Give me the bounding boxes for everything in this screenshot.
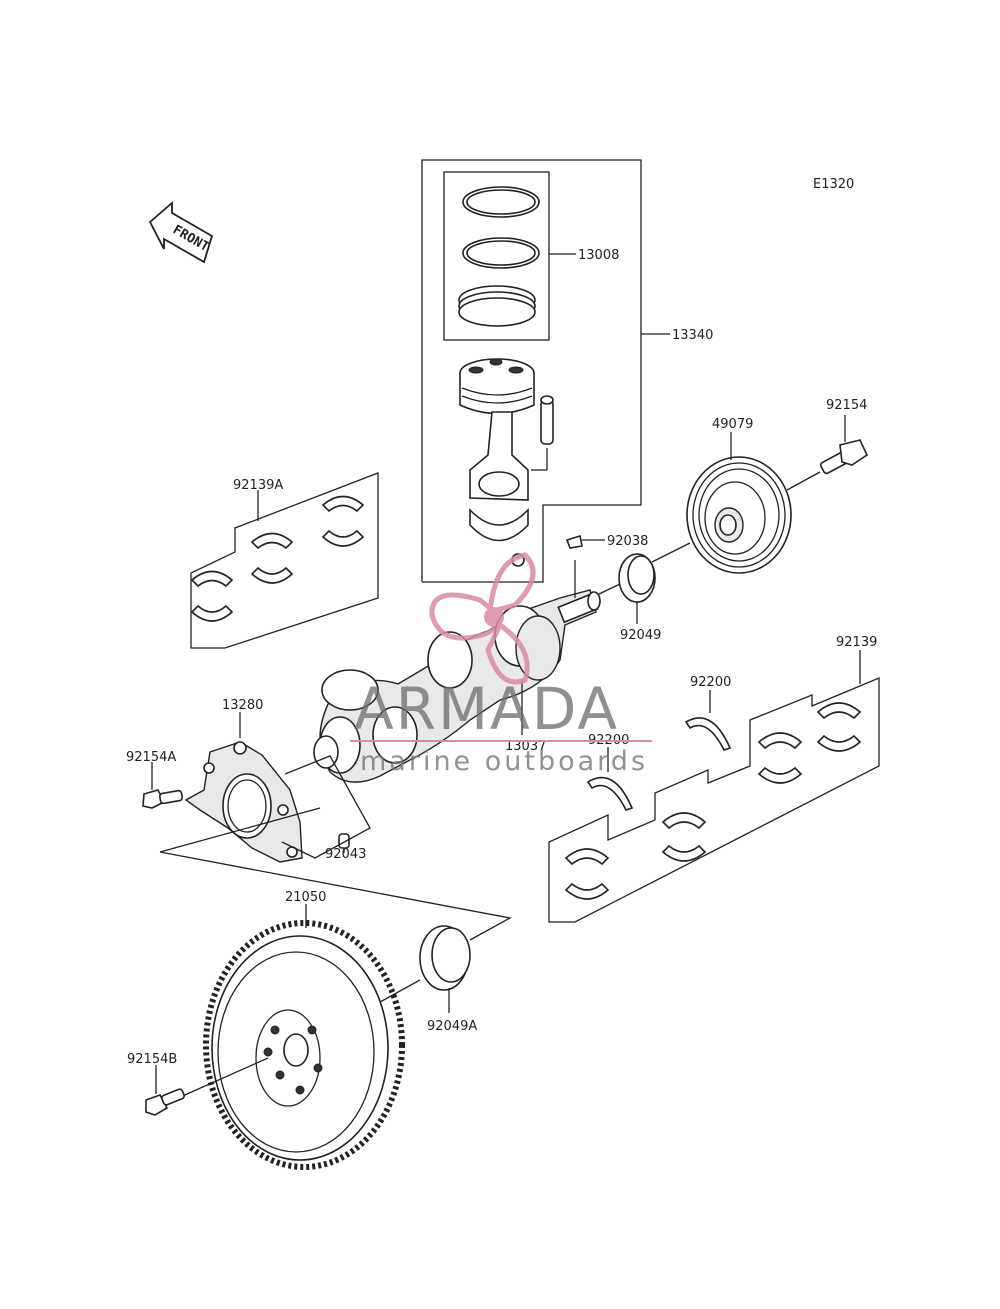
thrust-washer-icon: 92200 [586, 733, 634, 811]
crankshaft-icon: 13037 [313, 560, 601, 783]
label-92038: 92038 [607, 534, 648, 549]
label-49079: 49079 [712, 417, 753, 432]
thrust-washer-icon: 92200 [684, 675, 731, 751]
label-13008: 13008 [578, 248, 619, 263]
bearing-shell-icon [564, 702, 862, 900]
watermark-brand: ARMADA [354, 675, 619, 743]
front-arrow-icon: FRONT [148, 201, 214, 264]
seal-housing-icon: 13280 [184, 698, 303, 863]
bearing-group-92139A: 92139A [190, 472, 379, 649]
label-13340: 13340 [672, 328, 713, 343]
label-13037: 13037 [505, 739, 546, 754]
label-92154B: 92154B [127, 1052, 177, 1067]
bolt-92154B-icon: 92154B [127, 1052, 185, 1116]
label-92200-upper: 92200 [690, 675, 731, 690]
watermark-tagline: marine outboards [360, 746, 648, 777]
armada-watermark-logo: ARMADA marine outboards [350, 552, 652, 777]
label-92139: 92139 [836, 635, 877, 650]
bolt-92154-icon: 92154 [819, 398, 869, 475]
pulley-icon: 49079 [686, 417, 792, 574]
label-13280: 13280 [222, 698, 263, 713]
label-92043: 92043 [325, 847, 366, 862]
oil-seal-rear-icon: 92049A [419, 925, 477, 1034]
piston-rings-icon [458, 186, 540, 327]
flywheel-icon: 21050 [203, 890, 405, 1170]
bolt-92154A-icon: 92154A [126, 750, 184, 809]
label-92049A: 92049A [427, 1019, 477, 1034]
dowel-pin-icon: 92043 [325, 833, 366, 862]
piston-icon [459, 358, 535, 415]
bearing-shell-icon [190, 495, 365, 622]
label-92049: 92049 [620, 628, 661, 643]
label-92139A: 92139A [233, 478, 283, 493]
oil-seal-front-icon: 92049 [618, 553, 661, 643]
bearing-group-92139: 92139 [548, 635, 880, 923]
piston-pin-icon [540, 395, 554, 445]
label-92154A: 92154A [126, 750, 176, 765]
label-92154: 92154 [826, 398, 867, 413]
label-21050: 21050 [285, 890, 326, 905]
connecting-rod-icon [469, 411, 548, 567]
piston-assembly-group: 13008 13340 [421, 159, 713, 583]
woodruff-key-icon: 92038 [565, 534, 648, 549]
diagram-code: E1320 [813, 177, 854, 192]
